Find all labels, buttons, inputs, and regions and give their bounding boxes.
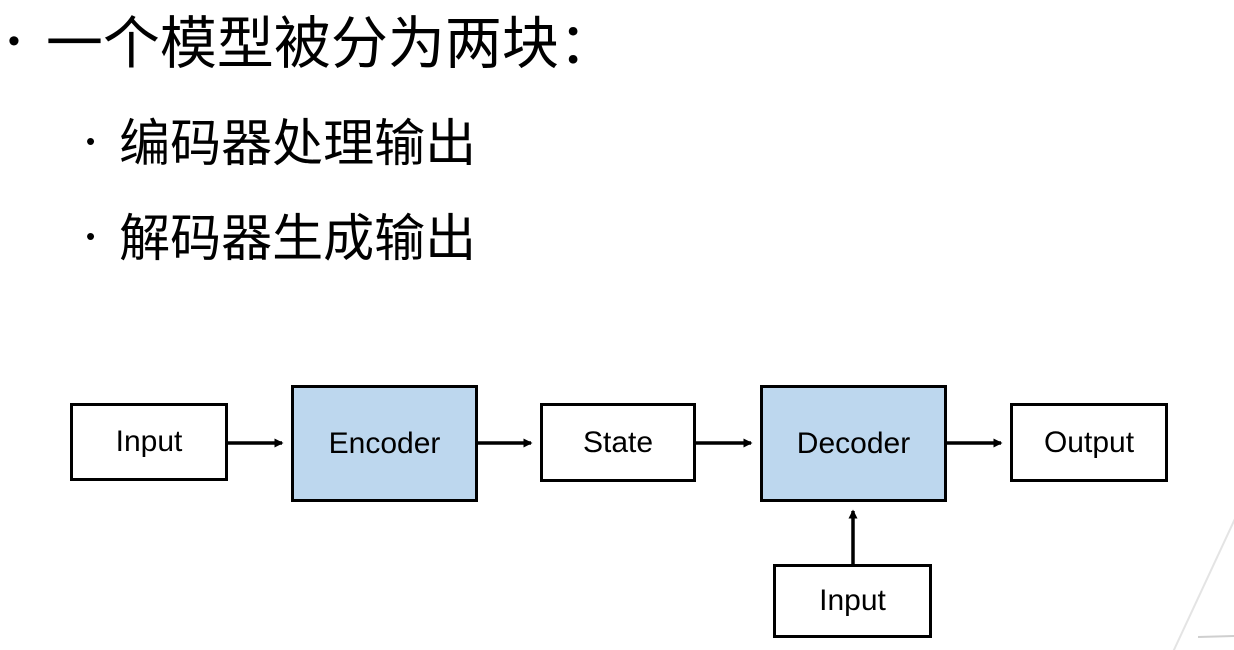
sub-bullet-line-decoder: • 解码器生成输出 xyxy=(86,197,476,271)
watermark-lines xyxy=(1172,518,1234,650)
diagram-node-input: Input xyxy=(70,403,228,481)
sub-bullet-text-decoder: 解码器生成输出 xyxy=(119,210,477,267)
sub-bullet-text-encoder: 编码器处理输出 xyxy=(119,115,477,172)
slide-title: 一个模型被分为两块： xyxy=(45,12,616,76)
diagram-node-state: State xyxy=(540,403,696,482)
node-label: Input xyxy=(115,425,183,458)
diagram-node-output: Output xyxy=(1010,403,1168,482)
bullet-icon: • xyxy=(86,126,96,156)
diagram-node-encoder: Encoder xyxy=(291,385,478,502)
bullet-icon: • xyxy=(86,221,96,251)
node-label: Decoder xyxy=(796,426,911,460)
node-label: Encoder xyxy=(328,426,441,460)
bullet-icon: • xyxy=(8,22,20,60)
node-label: Input xyxy=(819,584,886,617)
diagram-node-decoder: Decoder xyxy=(760,385,947,502)
node-label: State xyxy=(582,425,654,459)
sub-bullet-line-encoder: • 编码器处理输出 xyxy=(86,102,476,176)
title-bullet-line: • 一个模型被分为两块： xyxy=(8,0,616,80)
node-label: Output xyxy=(1043,425,1135,459)
diagram-node-input-bottom: Input xyxy=(773,564,932,638)
